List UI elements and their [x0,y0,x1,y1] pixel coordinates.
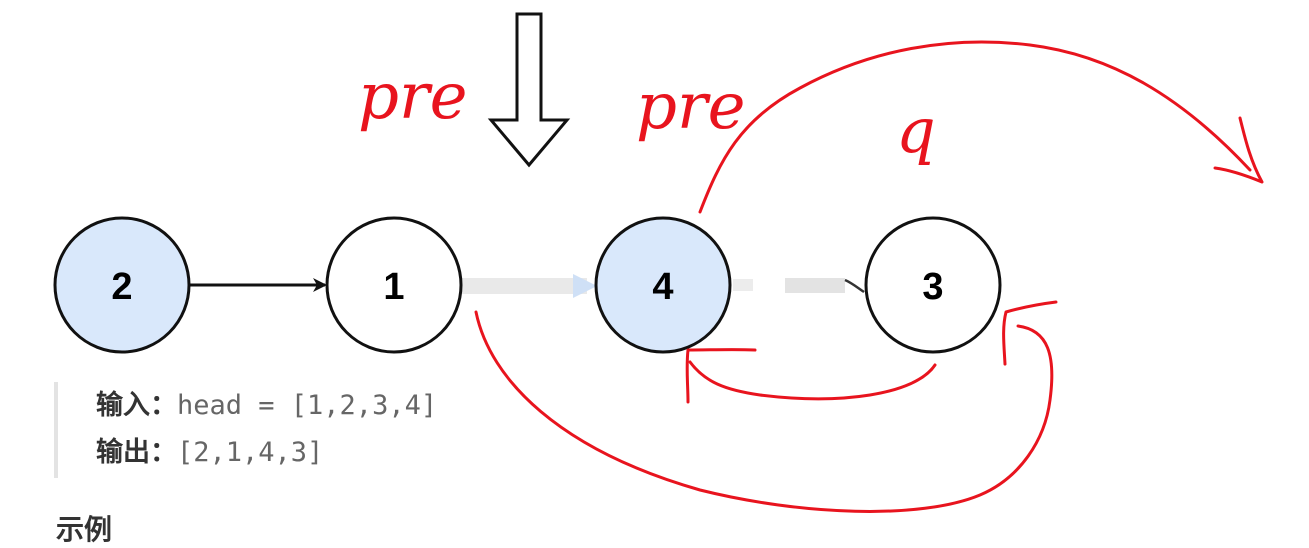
node-1: 1 [325,216,463,354]
example-input-row: 输入：head = [1,2,3,4] [96,382,514,429]
node-4: 4 [594,216,732,354]
example-output-row: 输出：[2,1,4,3] [96,429,514,476]
red-arrowhead-at-3 [1002,300,1058,366]
red-arrowhead-at-4 [685,348,757,404]
input-value: head = [1,2,3,4] [177,390,438,421]
node-label: 4 [652,266,673,308]
annotation-pre-right: pre [636,70,745,144]
annotation-q: q [896,94,936,167]
red-arrow-3-to-4 [688,360,937,401]
down-arrow-icon [487,12,571,168]
output-value: [2,1,4,3] [177,437,324,468]
node-3: 3 [864,216,1002,354]
node-2: 2 [53,216,191,354]
linked-list-diagram: 2 1 4 3 pre pre q [53,12,1264,513]
erased-edge-4-to-3-b [785,278,845,293]
example-box: 输入：head = [1,2,3,4] 输出：[2,1,4,3] [54,382,514,478]
erased-arrowhead-4-to-3 [844,278,865,294]
erased-edge-1-to-4 [462,278,587,294]
node-label: 3 [922,266,943,308]
next-section-heading: 示例 [56,513,113,546]
node-label: 1 [383,266,404,308]
erased-arrowhead-1-to-4 [573,274,597,298]
annotation-pre-left: pre [358,60,467,134]
node-label: 2 [111,266,132,308]
input-label: 输入： [96,390,177,421]
red-loop-1-to-3 [474,310,1054,513]
red-arc-right-arrowhead [1213,116,1264,184]
output-label: 输出： [96,437,177,468]
red-arc-right-arrow [698,40,1252,214]
erased-edge-4-to-3 [733,279,753,291]
